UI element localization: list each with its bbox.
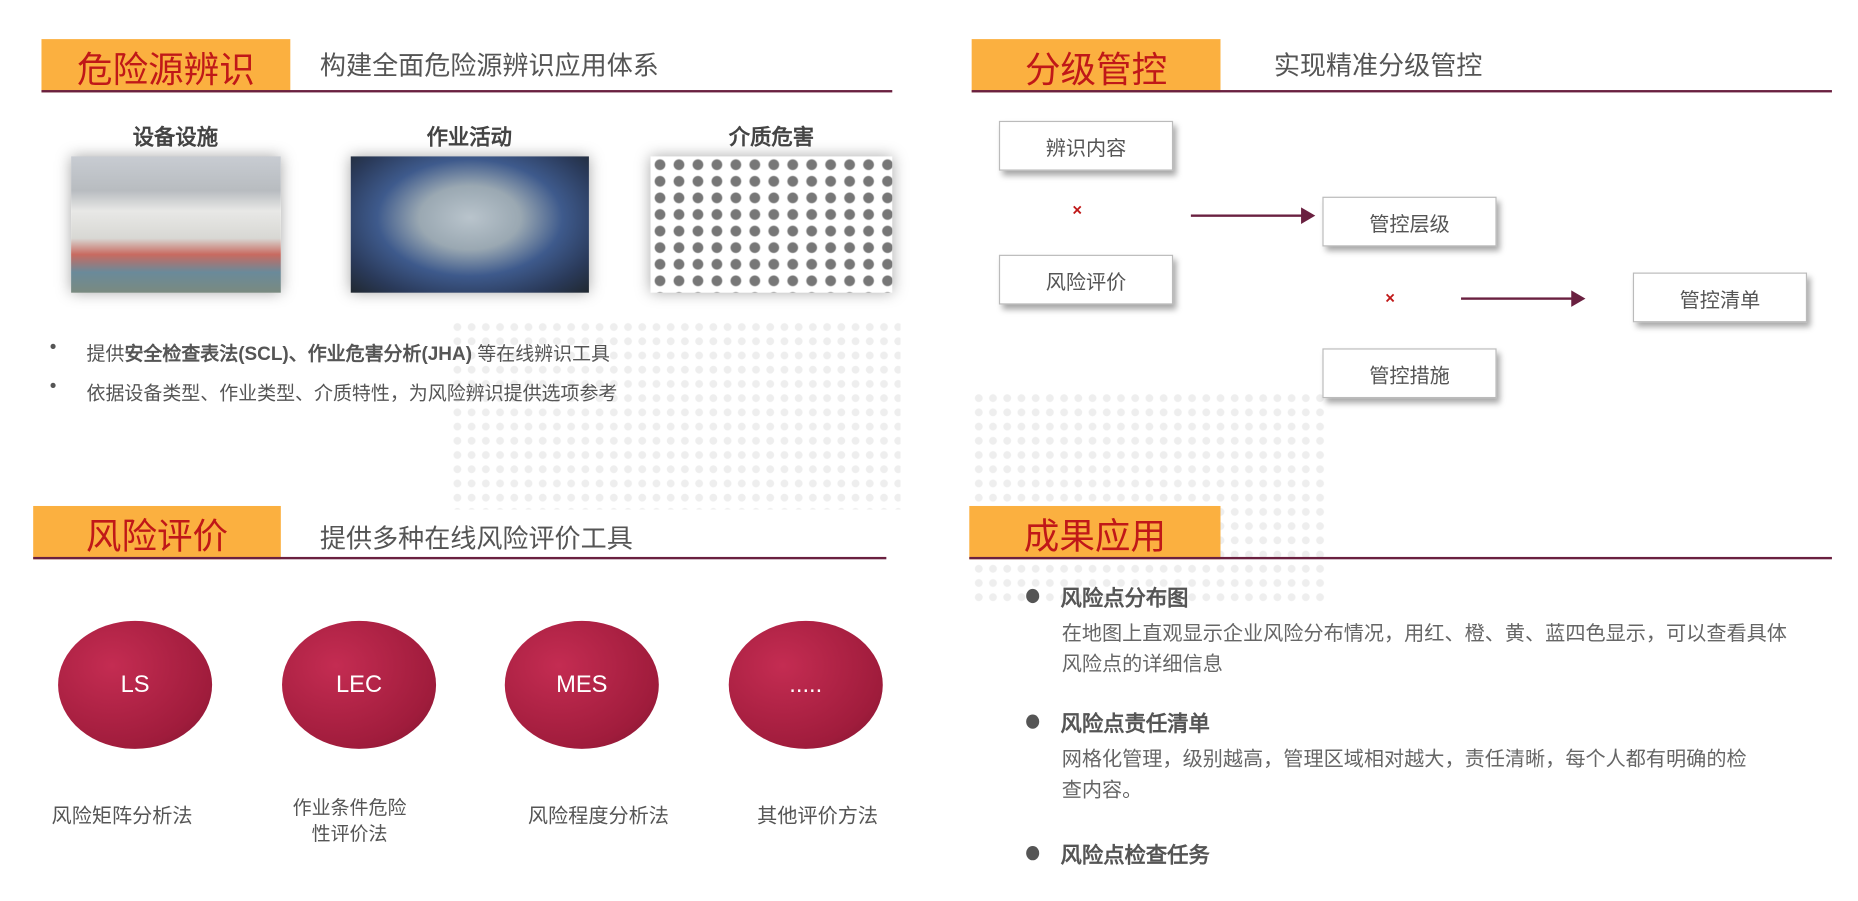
bullet-dot-icon: [1026, 846, 1040, 861]
method-circle-other: .....: [728, 620, 883, 749]
category-label: 设备设施: [132, 125, 219, 150]
flow-box-identify: 辨识内容: [998, 120, 1174, 171]
workers-photo: [350, 156, 589, 293]
method-circle-mes: MES: [504, 620, 659, 749]
section-title-hazard-identification: 危险源辨识: [41, 39, 291, 93]
result-item-title: 风险点分布图: [1060, 586, 1189, 611]
flow-box-measures: 管控措施: [1322, 348, 1497, 399]
background-dot-pattern: [450, 319, 901, 510]
result-item-desc: 网格化管理，级别越高，管理区域相对越大，责任清晰，每个人都有明确的检查内容。: [1061, 747, 1747, 802]
method-circle-lec: LEC: [282, 620, 437, 749]
flow-box-level: 管控层级: [1322, 196, 1497, 247]
section-subtitle: 构建全面危险源辨识应用体系: [319, 50, 659, 81]
section-subtitle: 实现精准分级管控: [1273, 50, 1483, 81]
section-title-results: 成果应用: [969, 505, 1221, 560]
flow-box-evaluate: 风险评价: [998, 254, 1174, 305]
multiply-icon: ×: [1072, 200, 1083, 220]
background-dot-pattern: [971, 391, 1328, 605]
multiply-icon: ×: [1385, 287, 1395, 307]
category-label: 介质危害: [728, 125, 815, 150]
result-item-title: 风险点检查任务: [1060, 843, 1210, 868]
arrow-right-icon: [1461, 290, 1586, 307]
method-label: 作业条件危险性评价法: [292, 798, 407, 845]
result-item-desc: 在地图上直观显示企业风险分布情况，用红、橙、黄、蓝四色显示，可以查看具体风险点的…: [1061, 622, 1787, 676]
bullet-item: •依据设备类型、作业类型、介质特性，为风险辨识提供选项参考: [49, 376, 618, 405]
arrow-right-icon: [1190, 207, 1316, 224]
section-divider: [971, 90, 1832, 93]
section-divider: [969, 556, 1832, 560]
method-label: 其他评价方法: [757, 804, 879, 828]
storage-tanks-photo: [71, 156, 281, 293]
section-title-risk-evaluation: 风险评价: [33, 505, 281, 560]
section-divider: [41, 90, 893, 93]
bullet-dot-icon: [1026, 714, 1040, 729]
method-circle-ls: LS: [58, 620, 213, 749]
result-item-title: 风险点责任清单: [1060, 712, 1210, 736]
section-subtitle: 提供多种在线风险评价工具: [319, 523, 633, 554]
section-title-graded-control: 分级管控: [971, 39, 1221, 93]
method-label: 风险程度分析法: [527, 804, 669, 828]
flow-box-list: 管控清单: [1632, 272, 1808, 323]
molecule-diagram: [650, 156, 893, 293]
bullet-item: •提供安全检查表法(SCL)、作业危害分析(JHA) 等在线辨识工具: [49, 337, 611, 365]
category-label: 作业活动: [426, 125, 512, 150]
method-label: 风险矩阵分析法: [51, 804, 193, 828]
bullet-dot-icon: [1026, 588, 1040, 604]
section-divider: [33, 556, 887, 560]
